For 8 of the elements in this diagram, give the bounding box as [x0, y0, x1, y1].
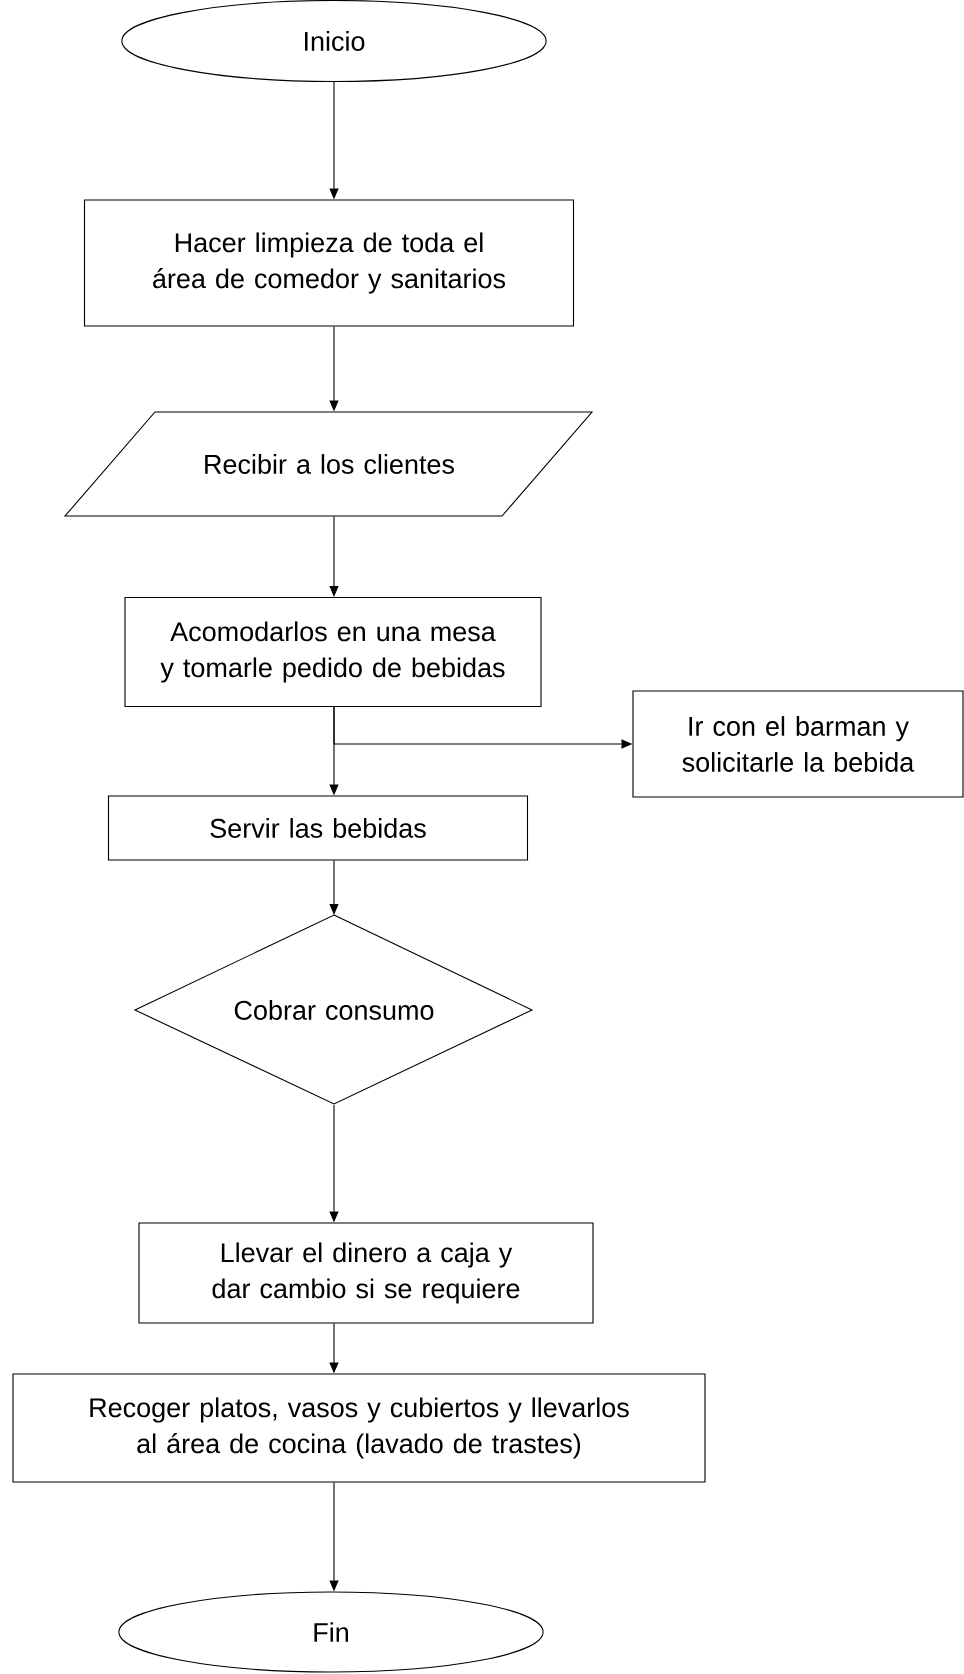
process-box: Ir con el barman y solicitarle la bebida — [632, 690, 964, 798]
process-box: Acomodarlos en una mesa y tomarle pedido de bebidas — [124, 596, 542, 708]
process-box: Servir las bebidas — [107, 795, 529, 861]
process-box: Llevar el dinero a caja y dar cambio si se requiere — [138, 1222, 594, 1324]
arrow — [329, 860, 339, 915]
process-box: Hacer limpieza de toda el área de comedor y sanitarios — [83, 199, 575, 327]
process-box: Recoger platos, vasos y cubiertos y llevarlos al área de cocina (lavado de trastes) — [12, 1373, 706, 1483]
arrow — [329, 516, 339, 597]
